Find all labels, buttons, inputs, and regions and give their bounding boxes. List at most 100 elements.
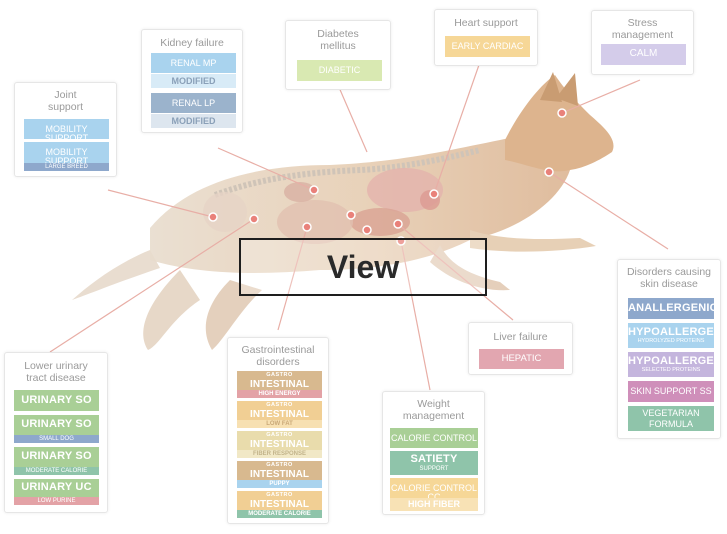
product-label: SKIN SUPPORT SS: [630, 386, 712, 396]
panel-diabetes-mellitus[interactable]: Diabetes mellitus DIABETIC: [285, 20, 391, 90]
leader-lines: [49, 61, 669, 391]
product-high-fiber[interactable]: HIGH FIBER: [390, 498, 478, 511]
title-line-1: Weight: [417, 398, 450, 410]
product-label: URINARY UC: [21, 481, 92, 493]
panel-stress-management[interactable]: Stress management CALM: [591, 10, 694, 75]
product-calorie-control-cc[interactable]: CALORIE CONTROL CC: [390, 478, 478, 498]
product-label: HYPOALLERGENIC: [628, 355, 714, 367]
product-label: RENAL LP: [171, 98, 216, 108]
view-label: View: [326, 248, 400, 285]
product-hepatic[interactable]: HEPATIC: [479, 349, 564, 369]
product-sublabel: SUPPORT: [419, 466, 449, 472]
product-satiety-support[interactable]: SATIETY SUPPORT: [390, 451, 478, 475]
product-sublabel: SMALL DOG: [14, 435, 99, 443]
leader-diabetes: [337, 84, 368, 153]
view-button[interactable]: View: [239, 238, 487, 296]
product-urinary-uc-low-purine[interactable]: URINARY UC LOW PURINE: [14, 479, 99, 505]
product-calm[interactable]: CALM: [601, 44, 686, 65]
leader-urinary: [49, 218, 255, 353]
panel-skin-disease[interactable]: Disorders causing skin disease ANALLERGE…: [617, 259, 721, 439]
product-gi-fiber-response[interactable]: GASTRO INTESTINAL FIBER RESPONSE: [237, 431, 322, 458]
product-skin-support-ss[interactable]: SKIN SUPPORT SS: [628, 381, 714, 402]
organ-hip: [203, 192, 247, 232]
dog-hind-leg: [143, 270, 200, 350]
panel-gastrointestinal[interactable]: Gastrointestinal disorders GASTRO INTEST…: [227, 337, 329, 524]
product-brand: GASTRO: [266, 372, 293, 378]
product-sublabel: HYDROLYZED PROTEINS: [637, 338, 705, 344]
dog-spine: [213, 147, 481, 198]
product-urinary-so-small-dog[interactable]: URINARY SO SMALL DOG: [14, 415, 99, 443]
dog-hind-leg-2: [205, 280, 262, 350]
product-label: URINARY SO: [21, 394, 92, 406]
product-vegetarian-formula[interactable]: VEGETARIAN FORMULA: [628, 406, 714, 431]
product-anallergenic[interactable]: ANALLERGENIC: [628, 298, 714, 319]
title-line-1: Lower urinary: [24, 360, 88, 372]
product-label: URINARY SO: [21, 450, 92, 462]
panel-title: Stress management: [592, 17, 693, 41]
panel-title: Gastrointestinal disorders: [228, 344, 328, 368]
dog-head: [505, 75, 614, 172]
product-renal-lp[interactable]: RENAL LP: [151, 93, 236, 113]
product-renal-mp-modified[interactable]: MODIFIED: [151, 74, 236, 88]
product-brand: GASTRO: [266, 432, 293, 438]
panel-weight-management[interactable]: Weight management CALORIE CONTROL SATIET…: [382, 391, 485, 515]
panel-heart-support[interactable]: Heart support EARLY CARDIAC: [434, 9, 538, 66]
product-brand: GASTRO: [266, 492, 293, 498]
product-gi-puppy[interactable]: GASTRO INTESTINAL PUPPY: [237, 461, 322, 488]
product-gi-low-fat[interactable]: GASTRO INTESTINAL LOW FAT: [237, 401, 322, 428]
leader-skin: [548, 171, 669, 250]
product-calorie-control[interactable]: CALORIE CONTROL: [390, 428, 478, 448]
marker-liver: [393, 219, 403, 229]
leader-liver: [397, 223, 514, 321]
product-urinary-so[interactable]: URINARY SO: [14, 390, 99, 411]
title-line-2: support: [47, 101, 84, 113]
panel-title: Lower urinary tract disease: [5, 360, 107, 384]
product-urinary-so-moderate-calorie[interactable]: URINARY SO MODERATE CALORIE: [14, 447, 99, 475]
product-sublabel: FORMULA: [648, 419, 693, 429]
product-label: INTESTINAL: [250, 498, 309, 510]
product-label: RENAL MP: [170, 58, 217, 68]
product-label: HIGH FIBER: [407, 499, 460, 509]
panel-lower-urinary[interactable]: Lower urinary tract disease URINARY SO U…: [4, 352, 108, 513]
title-line-2: mellitus: [320, 40, 356, 52]
marker-joint: [208, 212, 218, 222]
marker-urinary: [249, 214, 259, 224]
product-label: MOBILITY SUPPORT: [44, 124, 89, 140]
product-hypoallergenic-selected[interactable]: HYPOALLERGENIC SELECTED PROTEINS: [628, 352, 714, 377]
product-mobility-support[interactable]: MOBILITY SUPPORT: [24, 119, 109, 139]
panel-joint-support[interactable]: Joint support MOBILITY SUPPORT MOBILITY …: [14, 82, 117, 177]
organ-intestines: [277, 200, 353, 244]
title-line-1: Disorders causing: [626, 266, 712, 278]
product-label: INTESTINAL: [250, 438, 309, 450]
product-label: CALORIE CONTROL: [390, 433, 477, 443]
marker-kidney: [309, 185, 319, 195]
dog-front-leg-2: [430, 245, 510, 291]
product-gi-moderate-calorie[interactable]: GASTRO INTESTINAL MODERATE CALORIE: [237, 491, 322, 518]
product-label: INTESTINAL: [250, 468, 309, 480]
product-renal-lp-modified[interactable]: MODIFIED: [151, 114, 236, 128]
product-label: ANALLERGENIC: [628, 302, 714, 314]
product-early-cardiac[interactable]: EARLY CARDIAC: [445, 36, 530, 57]
product-label: INTESTINAL: [250, 408, 309, 420]
product-label: SATIETY: [410, 453, 458, 465]
panel-liver-failure[interactable]: Liver failure HEPATIC: [468, 322, 573, 375]
product-sublabel: FIBER RESPONSE: [237, 450, 322, 458]
marker-diabetes-2: [362, 225, 372, 235]
dog-ear-right: [556, 73, 578, 106]
product-label: MODIFIED: [171, 116, 216, 126]
product-label: VEGETARIAN: [642, 408, 700, 418]
product-diabetic[interactable]: DIABETIC: [297, 60, 382, 81]
product-sublabel: MODERATE CALORIE: [237, 510, 322, 518]
panel-kidney-failure[interactable]: Kidney failure RENAL MP MODIFIED RENAL L…: [141, 29, 243, 133]
product-sublabel: LARGE BREED: [24, 163, 109, 171]
product-mobility-support-large-breed[interactable]: MOBILITY SUPPORT LARGE BREED: [24, 142, 109, 171]
product-hypoallergenic-hydrolyzed[interactable]: HYPOALLERGENIC HYDROLYZED PROTEINS: [628, 323, 714, 348]
product-gi-high-energy[interactable]: GASTRO INTESTINAL HIGH ENERGY: [237, 371, 322, 398]
product-renal-mp[interactable]: RENAL MP: [151, 53, 236, 73]
product-sublabel: LOW FAT: [237, 420, 322, 428]
product-brand: GASTRO: [266, 462, 293, 468]
product-label: INTESTINAL: [250, 378, 309, 390]
leader-stress: [561, 79, 641, 114]
product-label: MODIFIED: [171, 76, 216, 86]
marker-skin: [544, 167, 554, 177]
